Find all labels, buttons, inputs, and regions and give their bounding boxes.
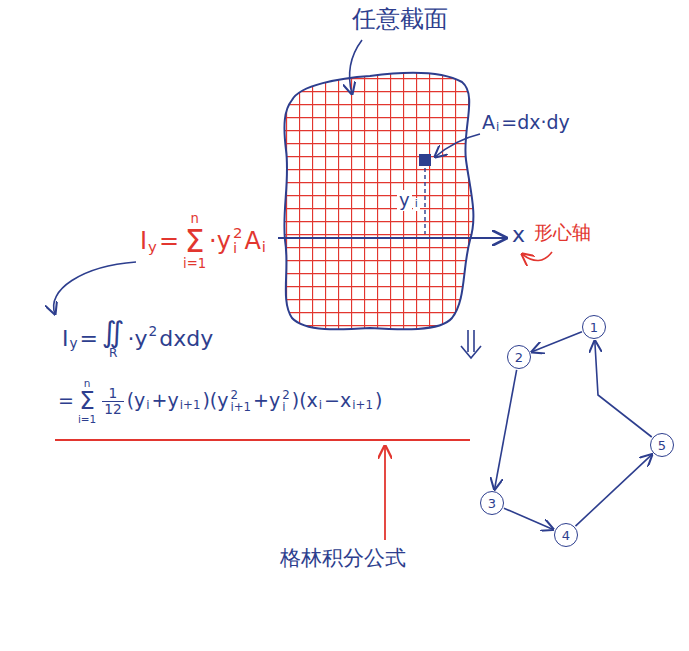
formula-term: 形心轴: [534, 222, 591, 244]
polygon-edge: [495, 370, 517, 489]
formula-term: =: [80, 326, 98, 351]
distance-label: yi: [397, 190, 422, 211]
formula-term: dxdy: [159, 326, 213, 351]
leader-arrow: [435, 134, 480, 157]
subscript: i: [262, 239, 266, 256]
subscript: i+1: [180, 399, 201, 413]
fraction: 112: [102, 386, 123, 416]
polygon-edge: [532, 332, 582, 352]
polygon-edge: [595, 341, 652, 437]
formula-term: I: [140, 228, 147, 256]
operator: Σ: [79, 389, 95, 414]
formula-term: ): [375, 390, 382, 412]
pointer-arrow: [384, 446, 386, 540]
formula-term: =: [159, 228, 179, 256]
upper-limit: n: [190, 212, 198, 226]
distance-line: [424, 168, 425, 234]
superscript: 2: [282, 389, 290, 401]
vertex-number: 3: [488, 497, 496, 510]
subscript: y: [70, 336, 78, 352]
axis-label: x: [512, 222, 526, 247]
vertex-circle: 5: [650, 433, 674, 457]
double-arrow: [461, 330, 481, 358]
vertex-number: 2: [515, 351, 523, 364]
lower-limit: R: [109, 347, 117, 360]
polygon-edge: [504, 508, 553, 529]
formula-term: )(y: [202, 390, 228, 412]
subscript: y: [148, 239, 157, 256]
vertex-circle: 3: [480, 491, 504, 515]
formula-term: ·y: [209, 228, 231, 256]
leader-arrow: [522, 252, 552, 261]
vertex-circle: 1: [582, 315, 606, 339]
formula-term: I: [62, 326, 69, 351]
formula-term: =: [58, 390, 74, 412]
operator-stack: nΣi=1: [78, 378, 96, 425]
superscript: 2: [230, 389, 238, 401]
formula-underline: [55, 439, 470, 441]
subscript: i: [319, 399, 322, 413]
subscript: i+1: [352, 399, 373, 413]
numerator: 1: [109, 386, 118, 400]
sum-formula: Iy=nΣi=1·y2iAi: [140, 212, 268, 271]
operator-stack: nΣi=1: [183, 212, 206, 271]
leader-arrow: [350, 40, 362, 94]
formula-term: =dx·dy: [501, 112, 570, 134]
superscript: 2: [149, 324, 158, 340]
subscript: i: [282, 401, 285, 413]
operator: ∬: [102, 318, 125, 347]
vertex-circle: 4: [554, 523, 578, 547]
upper-limit: n: [84, 378, 91, 389]
formula-term: A: [482, 112, 495, 134]
formula-term: A: [244, 228, 260, 256]
formula-term: 格林积分公式: [280, 546, 406, 570]
operator-stack: ∬R: [102, 318, 125, 359]
formula-term: 任意截面: [352, 6, 448, 34]
formula-term: y: [397, 190, 412, 211]
subscript: i: [413, 198, 420, 211]
script-stack: 2i+1: [230, 389, 251, 414]
section-label: 任意截面: [352, 6, 449, 34]
section-outline: [284, 73, 473, 330]
formula-term: −x: [324, 390, 351, 412]
vertex-number: 5: [658, 439, 666, 452]
subscript: i: [496, 121, 499, 135]
script-stack: 2i: [233, 226, 242, 257]
denominator: 12: [102, 401, 123, 416]
integral-formula: Iy=∬R·y2dxdy: [62, 318, 214, 359]
formula-term: (y: [127, 390, 146, 412]
area-element-label: Ai=dx·dy: [482, 112, 571, 134]
formula-term: x: [512, 222, 525, 247]
method-label: 格林积分公式: [280, 546, 407, 570]
polygon-edge: [575, 455, 651, 527]
lower-limit: i=1: [183, 257, 206, 271]
lower-limit: i=1: [78, 414, 96, 425]
area-element: [419, 154, 431, 166]
vertex-number: 1: [590, 321, 598, 334]
superscript: 2: [233, 226, 242, 242]
formula-term: )(x: [292, 390, 318, 412]
vertex-number: 4: [562, 529, 570, 542]
axis-name: 形心轴: [534, 222, 592, 244]
script-stack: 2i: [282, 389, 290, 414]
vertex-circle: 2: [507, 345, 531, 369]
subscript: i: [146, 399, 149, 413]
formula-term: +y: [152, 390, 179, 412]
formula-term: ·y: [128, 326, 148, 351]
operator: Σ: [185, 226, 205, 257]
derivation-arrow: [54, 262, 136, 314]
subscript: i: [233, 241, 237, 257]
subscript: i+1: [230, 401, 251, 413]
green-formula: =nΣi=1112(yi+yi+1)(y2i+1+y2i)(xi−xi+1): [58, 378, 383, 425]
formula-term: +y: [253, 390, 280, 412]
centroid-axis: [278, 237, 506, 239]
